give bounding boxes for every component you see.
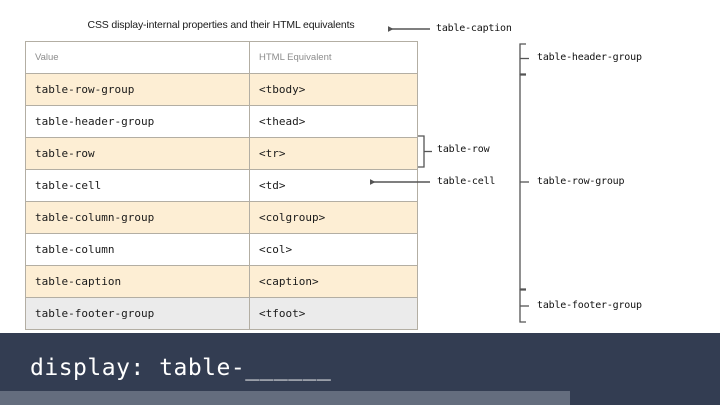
cell-html: <col> <box>249 233 418 266</box>
table-row: table-column-group <colgroup> <box>25 201 418 234</box>
cell-value: table-row-group <box>25 73 250 106</box>
annotation-table-header-group: table-header-group <box>537 52 642 63</box>
column-header-value: Value <box>25 41 250 74</box>
annotation-table-row-group: table-row-group <box>537 176 625 187</box>
table-row: table-cell <td> <box>25 169 418 202</box>
banner-title: display: table-______ <box>30 355 332 381</box>
cell-html: <td> <box>249 169 418 202</box>
table-row: table-header-group <thead> <box>25 105 418 138</box>
cell-html: <tr> <box>249 137 418 170</box>
table-caption-text: CSS display-internal properties and thei… <box>87 19 355 31</box>
table-row: table-column <col> <box>25 233 418 266</box>
annotation-table-footer-group: table-footer-group <box>537 300 642 311</box>
footer-group-bracket <box>519 289 529 323</box>
cell-value: table-cell <box>25 169 250 202</box>
cell-value: table-column <box>25 233 250 266</box>
row-bracket <box>418 135 432 168</box>
cell-value: table-row <box>25 137 250 170</box>
cell-value: table-footer-group <box>25 297 250 330</box>
progress-bar <box>0 391 570 405</box>
cell-html: <caption> <box>249 265 418 298</box>
display-internal-table: Value HTML Equivalent table-row-group <t… <box>25 41 418 330</box>
annotation-table-row: table-row <box>437 144 490 155</box>
row-group-bracket <box>519 74 529 290</box>
header-group-bracket <box>519 43 529 75</box>
table-row: table-row-group <tbody> <box>25 73 418 106</box>
cell-value: table-header-group <box>25 105 250 138</box>
cell-html: <tbody> <box>249 73 418 106</box>
annotation-table-cell: table-cell <box>437 176 496 187</box>
cell-html: <tfoot> <box>249 297 418 330</box>
cell-value: table-column-group <box>25 201 250 234</box>
cell-html: <colgroup> <box>249 201 418 234</box>
annotation-table-caption: table-caption <box>436 23 512 34</box>
table-header-row: Value HTML Equivalent <box>25 41 418 74</box>
table-row: table-caption <caption> <box>25 265 418 298</box>
cell-html: <thead> <box>249 105 418 138</box>
table-row: table-row <tr> <box>25 137 418 170</box>
column-header-html: HTML Equivalent <box>249 41 418 74</box>
cell-value: table-caption <box>25 265 250 298</box>
table-row: table-footer-group <tfoot> <box>25 297 418 330</box>
